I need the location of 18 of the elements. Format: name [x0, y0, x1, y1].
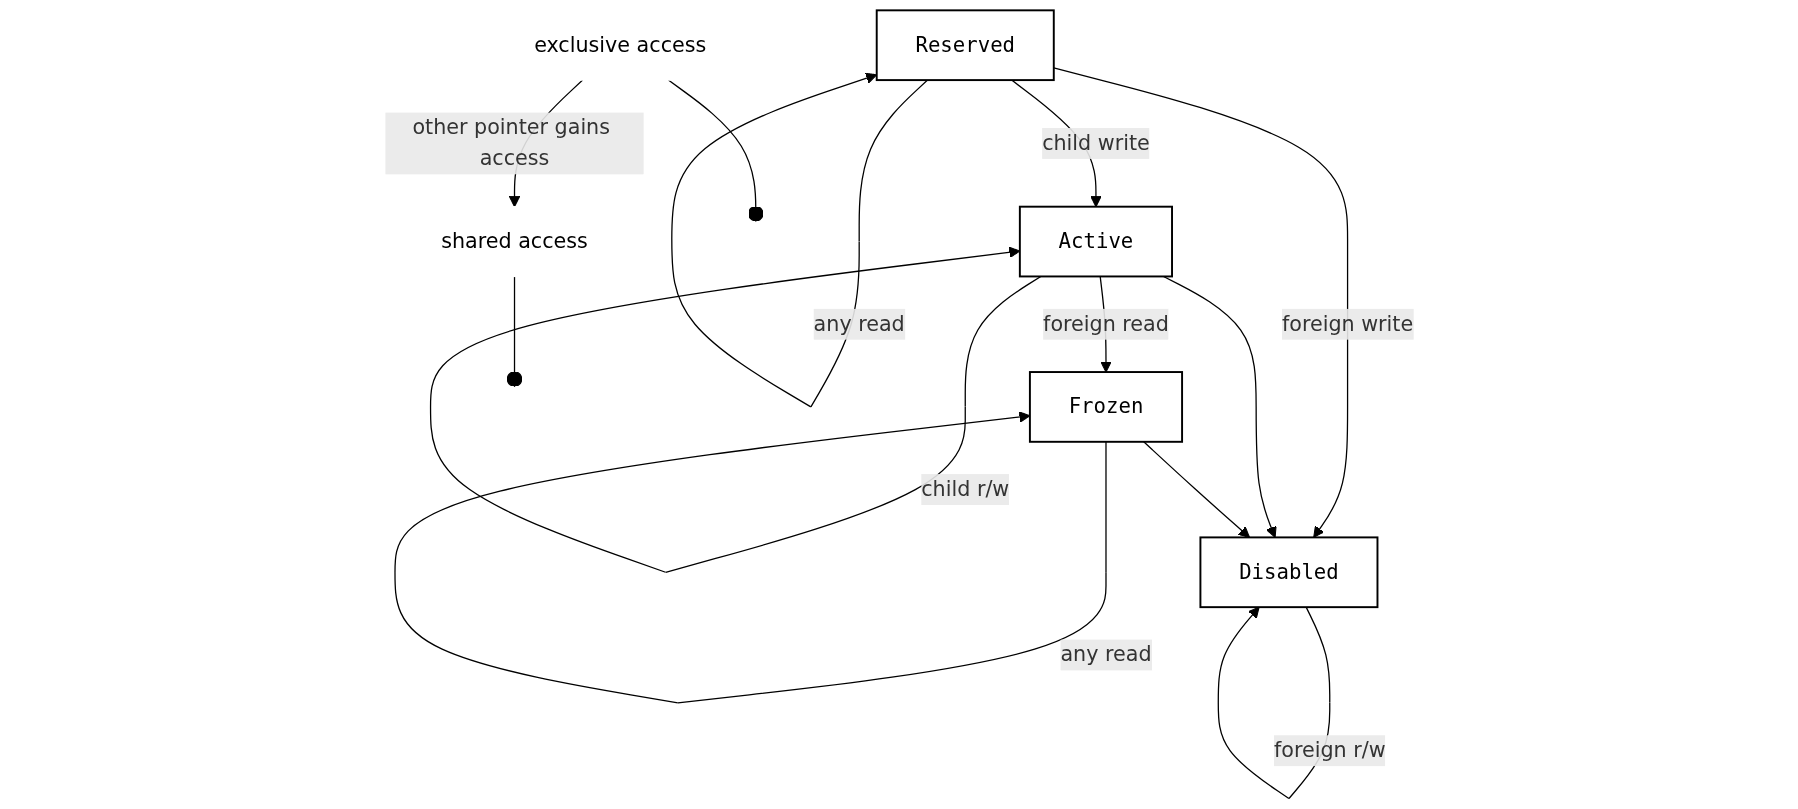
edge-label: child r/w — [921, 476, 1009, 502]
edge-label: child write — [1041, 130, 1150, 156]
node-text: shared access — [440, 228, 588, 254]
edge-label: foreign write — [1281, 311, 1413, 336]
edge-label: foreign read — [1042, 311, 1169, 336]
edge-label: any read — [813, 311, 905, 336]
node-box: Frozen — [1028, 371, 1183, 443]
node-box: Reserved — [875, 9, 1055, 82]
node-text: exclusive access — [533, 32, 707, 57]
node-box: Disabled — [1199, 536, 1379, 609]
node-box: Active — [1018, 205, 1173, 278]
edge-label: any read — [1060, 642, 1152, 667]
edge-label: foreign r/w — [1273, 737, 1386, 763]
arrow — [1142, 441, 1250, 538]
edge-label: other pointer gains access — [412, 114, 610, 171]
arrow — [1162, 275, 1277, 538]
connector — [667, 79, 764, 223]
connector — [506, 275, 523, 389]
